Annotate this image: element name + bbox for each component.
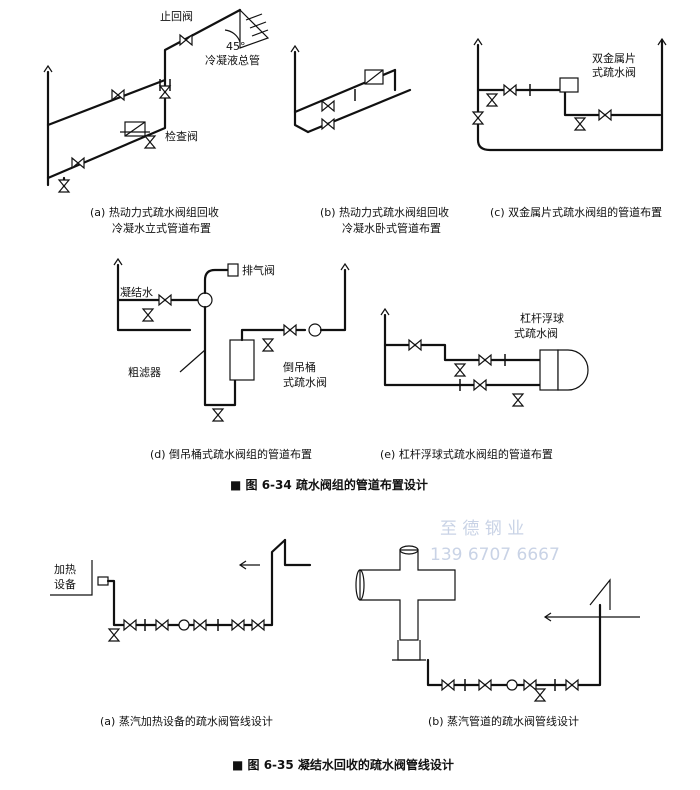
valve-icon	[251, 619, 265, 631]
float-trap-body-icon	[539, 349, 559, 391]
caption-6-34e: (e) 杠杆浮球式疏水阀组的管道布置	[380, 447, 553, 461]
tee-fitting-icon	[308, 323, 322, 337]
drain-valve-icon	[58, 179, 70, 193]
diagram-6-34a: 止回阀 45° 冷凝液总管 检查阀 (a) 热动力式疏水阀组回收 冷凝水立式管道…	[43, 8, 270, 235]
label-float-line2: 式疏水阀	[514, 326, 558, 340]
equipment-nozzle-icon	[97, 576, 109, 586]
label-strainer: 粗滤器	[128, 366, 161, 379]
label-vent: 排气阀	[242, 263, 275, 277]
caption-6-34a-line1: (a) 热动力式疏水阀组回收	[90, 205, 219, 219]
valve-icon	[503, 84, 517, 96]
label-trap-line1: 倒吊桶	[283, 360, 316, 374]
valve-icon	[193, 619, 207, 631]
valve-icon	[565, 679, 579, 691]
figure-title-6-34: ■ 图 6-34 疏水阀组的管道布置设计	[230, 477, 428, 492]
label-heating-line2: 设备	[54, 577, 76, 591]
caption-6-35a: (a) 蒸汽加热设备的疏水阀管线设计	[100, 714, 273, 728]
vent-valve-icon	[227, 263, 239, 277]
label-check-valve: 检查阀	[165, 129, 198, 143]
float-trap-dome-icon	[557, 349, 589, 391]
valve-icon	[574, 117, 586, 131]
valve-icon	[158, 294, 172, 306]
figure-title-6-35: ■ 图 6-35 凝结水回收的疏水阀管线设计	[232, 757, 454, 772]
valve-icon	[321, 118, 335, 130]
trap-icon	[178, 619, 190, 631]
watermark-phone: 139 6707 6667	[430, 545, 560, 565]
check-valve-top-icon	[179, 34, 193, 46]
valve-icon	[283, 324, 297, 336]
valve-icon	[231, 619, 245, 631]
label-condensate: 凝结水	[120, 285, 153, 299]
label-trap-line2: 式疏水阀	[283, 375, 327, 389]
label-bimetal-line2: 式疏水阀	[592, 65, 636, 79]
drain-valve-icon	[108, 628, 120, 642]
valve-icon	[454, 363, 466, 377]
drain-valve-icon	[472, 111, 484, 125]
caption-6-34d: (d) 倒吊桶式疏水阀组的管道布置	[150, 447, 312, 461]
diagram-6-34d: 凝结水 排气阀 粗滤器 倒吊桶 式疏水阀 (d) 倒吊桶式疏水阀组的管道布置	[113, 257, 350, 461]
caption-6-35b: (b) 蒸汽管道的疏水阀管线设计	[428, 714, 579, 728]
label-angle: 45°	[226, 40, 246, 53]
valve-icon	[123, 619, 137, 631]
diagram-6-34b: (b) 热动力式疏水阀组回收 冷凝水卧式管道布置	[290, 44, 449, 235]
valve-icon	[159, 85, 171, 99]
inverted-bucket-trap-icon	[229, 339, 255, 381]
drain-valve-icon	[534, 688, 546, 702]
label-check-valve-top: 止回阀	[160, 9, 193, 23]
tee-fitting-icon	[197, 292, 213, 308]
valve-icon	[441, 679, 455, 691]
valve-icon	[486, 93, 498, 107]
label-bimetal-line1: 双金属片	[592, 51, 636, 65]
diagram-6-34c: 双金属片 式疏水阀 (c) 双金属片式疏水阀组的管道布置	[472, 37, 667, 219]
drip-leg	[397, 640, 421, 661]
header-wedge	[239, 8, 270, 49]
caption-6-34c: (c) 双金属片式疏水阀组的管道布置	[490, 205, 662, 219]
valve-icon	[142, 308, 154, 322]
diagram-6-35b: (b) 蒸汽管道的疏水阀管线设计	[355, 545, 640, 728]
drain-valve-icon	[512, 393, 524, 407]
valve-icon	[473, 379, 487, 391]
caption-6-34b-line2: 冷凝水卧式管道布置	[342, 221, 441, 235]
caption-6-34a-line2: 冷凝水立式管道布置	[112, 221, 211, 235]
valve-icon	[598, 109, 612, 121]
valve-icon	[321, 100, 335, 112]
valve-icon	[478, 354, 492, 366]
heating-equipment-box	[50, 560, 93, 596]
strainer-icon	[179, 349, 206, 373]
label-header: 冷凝液总管	[205, 53, 260, 67]
valve-icon	[408, 339, 422, 351]
return-header	[589, 578, 611, 610]
valve-icon	[262, 338, 274, 352]
diagram-6-35a: 加热 设备 (a) 蒸汽加热设备的疏水阀管线设计	[50, 538, 312, 728]
check-valve-icon	[144, 135, 156, 149]
valve-icon	[71, 157, 85, 169]
bimetal-trap-icon	[559, 77, 579, 93]
caption-6-34b-line1: (b) 热动力式疏水阀组回收	[320, 205, 449, 219]
label-heating-line1: 加热	[54, 563, 76, 576]
trap-icon	[506, 679, 518, 691]
diagram-6-34e: 杠杆浮球 式疏水阀 (e) 杠杆浮球式疏水阀组的管道布置	[380, 307, 589, 461]
valve-icon	[478, 679, 492, 691]
label-float-line1: 杠杆浮球	[520, 311, 564, 325]
valve-icon	[155, 619, 169, 631]
drain-valve-icon	[212, 408, 224, 422]
watermark-company: 至 德 钢 业	[440, 519, 524, 539]
